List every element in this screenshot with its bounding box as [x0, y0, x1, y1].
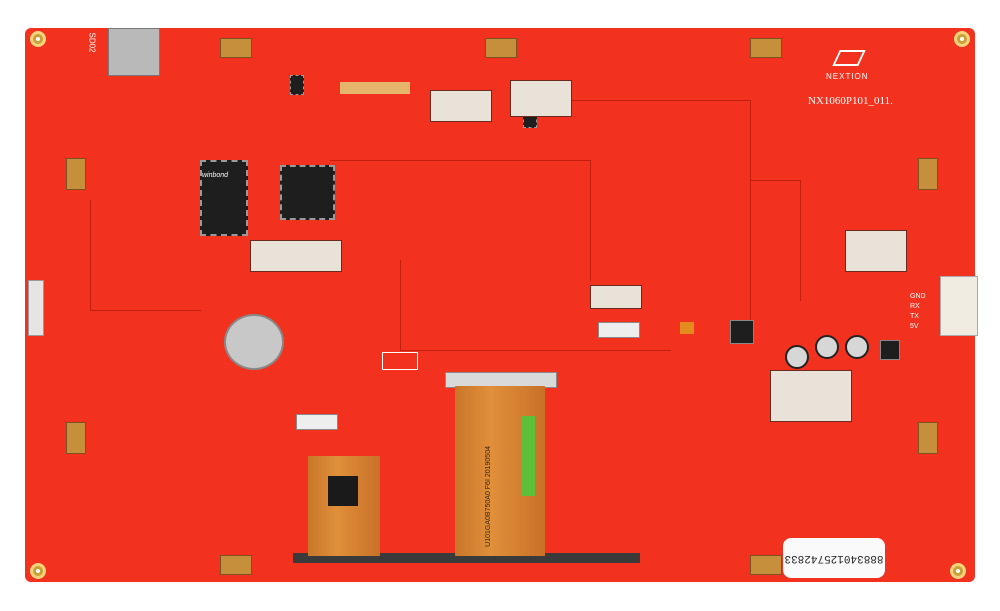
- pin-label-5v: 5V: [910, 323, 919, 330]
- chip-brand: winbond: [202, 172, 229, 179]
- component-cluster: [590, 285, 642, 309]
- pin-header-pads: [340, 82, 410, 94]
- mounting-hole: [30, 563, 46, 579]
- pin-label-gnd: GND: [910, 293, 926, 300]
- pin-label-tx: TX: [910, 313, 919, 320]
- touch-controller-ic: [328, 476, 358, 506]
- ic: [290, 75, 304, 95]
- inductor: [880, 340, 900, 360]
- component-cluster: [510, 80, 572, 117]
- fpc-print: U101GA0B750A0 F6I 20190504: [485, 446, 492, 547]
- mounting-hole: [950, 563, 966, 579]
- trace: [750, 180, 801, 301]
- mounting-hole: [954, 31, 970, 47]
- sd-slot-label: SD02: [87, 32, 97, 53]
- fpc-sticker: [521, 416, 535, 496]
- trace: [560, 100, 751, 341]
- mounting-hole: [30, 31, 46, 47]
- memory-chip: winbond: [200, 160, 248, 236]
- model-number: NX1060P101_011.: [808, 95, 893, 107]
- metal-tab: [66, 158, 86, 190]
- tantalum-capacitor: [680, 322, 694, 334]
- component-cluster: [250, 240, 342, 272]
- sd-card-slot[interactable]: [108, 28, 160, 76]
- k2-connector: [598, 322, 640, 338]
- k3-footprint: [382, 352, 418, 370]
- trace: [400, 260, 671, 351]
- uart-connector[interactable]: [940, 276, 978, 336]
- p1-connector[interactable]: [28, 280, 44, 336]
- trace: [90, 200, 201, 311]
- metal-tab: [750, 38, 782, 58]
- component-cluster: [770, 370, 852, 422]
- metal-tab: [220, 555, 252, 575]
- capacitor: [845, 335, 869, 359]
- metal-tab: [918, 158, 938, 190]
- touch-fpc-ribbon: [308, 456, 380, 556]
- component-cluster: [430, 90, 492, 122]
- touch-connector: [296, 414, 338, 430]
- trace: [330, 160, 591, 281]
- metal-tab: [66, 422, 86, 454]
- coin-battery-holder: [224, 314, 284, 370]
- serial-number-sticker: 888340125742833: [783, 538, 885, 578]
- component-cluster: [845, 230, 907, 272]
- pin-label-rx: RX: [910, 303, 920, 310]
- display-fpc-ribbon: U101GA0B750A0 F6I 20190504: [455, 386, 545, 556]
- metal-tab: [750, 555, 782, 575]
- brand-logo-text: NEXTION: [826, 72, 869, 81]
- metal-tab: [485, 38, 517, 58]
- metal-tab: [918, 422, 938, 454]
- capacitor: [815, 335, 839, 359]
- metal-tab: [220, 38, 252, 58]
- mcu-chip: [280, 165, 335, 220]
- capacitor: [785, 345, 809, 369]
- inductor: [730, 320, 754, 344]
- uart-pin-labels: GND RX TX 5V: [910, 292, 926, 332]
- display-panel-edge: [293, 553, 640, 563]
